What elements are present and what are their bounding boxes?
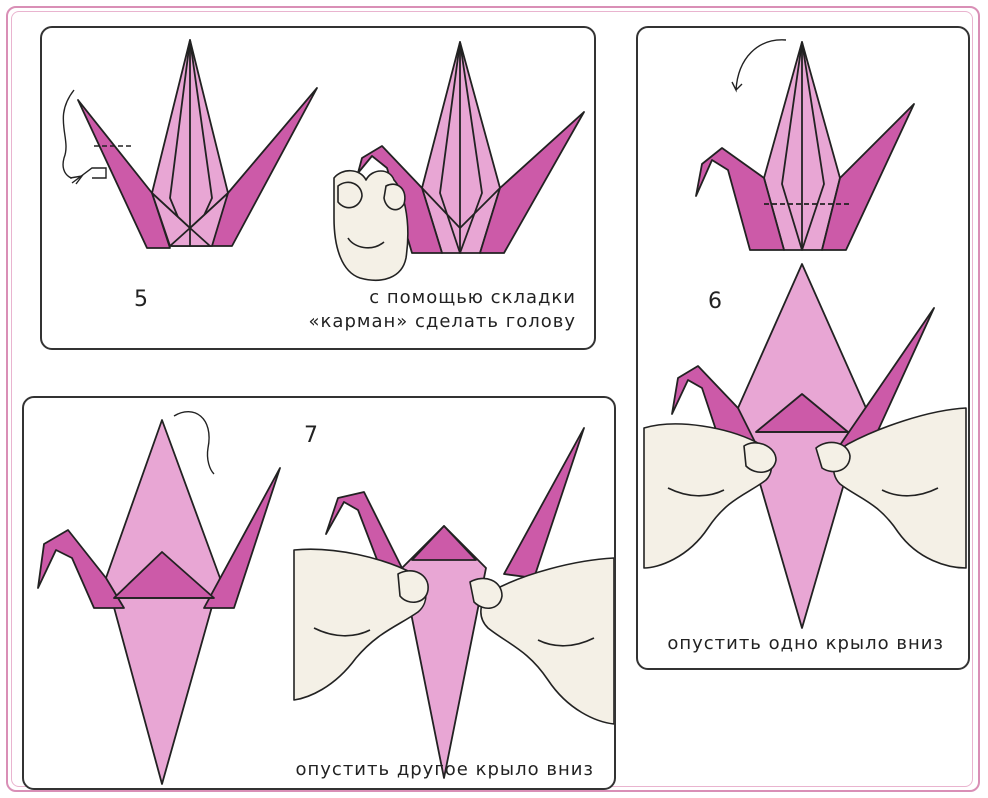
step-5-number: 5 (134, 287, 148, 312)
step-5-panel: 5 с помощью складки «карман» сделать гол… (40, 26, 596, 350)
hands-drawing (293, 548, 614, 725)
crane-figure-left (77, 39, 318, 249)
crane-figure-bottom (671, 263, 935, 629)
hands-drawing (643, 407, 967, 569)
crane-figure-left (37, 419, 281, 785)
step-6-illustration: 6 (643, 39, 967, 629)
step-7-panel: 7 опустить другое крыло вниз (22, 396, 616, 790)
step-7-number: 7 (304, 423, 318, 448)
step-5-caption-line-2: «карман» сделать голову (308, 311, 576, 332)
fold-arrow-icon (731, 39, 787, 93)
fold-arrow-icon (173, 411, 215, 475)
crane-figure-top (695, 41, 915, 251)
step-5-caption: с помощью складки «карман» сделать голов… (309, 286, 576, 334)
step-5-caption-line-1: с помощью складки (369, 287, 576, 308)
step-6-panel: 6 опустить одно крыло вниз (636, 26, 970, 670)
step-7-caption: опустить другое крыло вниз (295, 758, 594, 782)
step-6-number: 6 (708, 289, 722, 314)
hand-drawing (333, 169, 409, 281)
step-6-caption: опустить одно крыло вниз (667, 632, 944, 656)
page-frame (6, 6, 980, 792)
step-7-caption-line-1: опустить другое крыло вниз (295, 759, 594, 780)
step-5-illustration: 5 (62, 39, 585, 312)
step-6-caption-line-1: опустить одно крыло вниз (667, 633, 944, 654)
step-7-illustration: 7 (37, 411, 614, 785)
fold-arrows (62, 89, 134, 185)
